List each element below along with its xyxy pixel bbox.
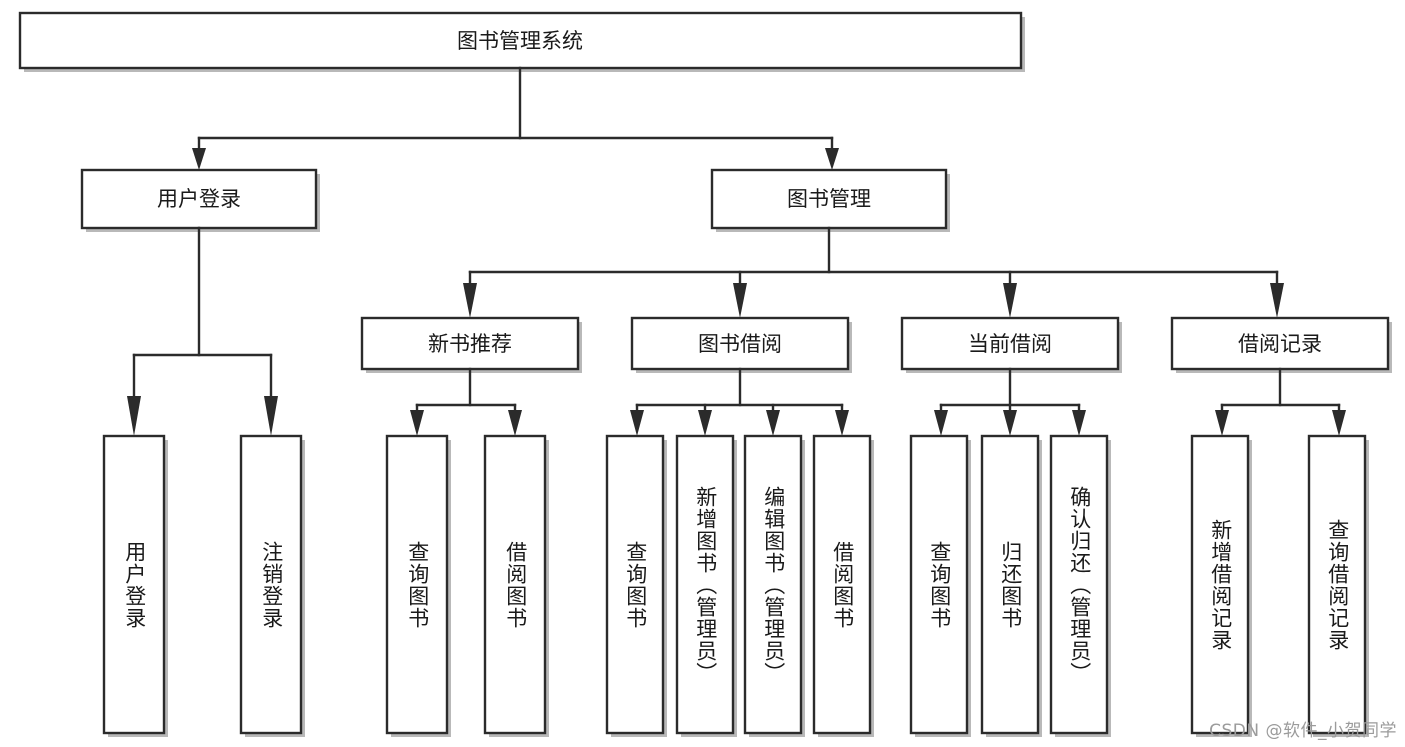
- node-leaf-borrow-book-1[interactable]: [483, 434, 549, 737]
- node-leaf-borrow-book-2[interactable]: [812, 434, 874, 737]
- node-root-system[interactable]: 图书管理系统: [18, 11, 1025, 72]
- node-current-borrow-rect: [900, 316, 1120, 371]
- arrow-to-leaf-edit-book: [766, 410, 780, 436]
- node-leaf-query-book-2-rect: [605, 434, 665, 735]
- arrow-to-current-borrow: [1003, 283, 1017, 318]
- node-leaf-query-book-3[interactable]: [909, 434, 971, 737]
- node-leaf-return-book-rect: [980, 434, 1040, 735]
- node-leaf-borrow-book-2-rect: [812, 434, 872, 735]
- node-new-book-rec-label: 新书推荐: [428, 332, 512, 356]
- node-leaf-add-book[interactable]: [675, 434, 737, 737]
- node-root-rect: [18, 11, 1023, 70]
- arrow-to-leaf-user-login: [127, 396, 141, 436]
- connector-current-borrow-to-leaves: [934, 367, 1086, 436]
- arrow-to-new-book-rec: [463, 283, 477, 318]
- node-book-borrow-label: 图书借阅: [698, 332, 782, 356]
- leaf-boxes: [102, 434, 1369, 737]
- arrow-to-leaf-borrow-book-2: [835, 410, 849, 436]
- csdn-watermark: CSDN @软件_小贺同学: [1209, 721, 1397, 741]
- node-leaf-query-record[interactable]: [1307, 434, 1369, 737]
- node-root-label: 图书管理系统: [457, 29, 583, 53]
- connector-user-login-to-leaves: [127, 226, 278, 436]
- node-new-book-rec-rect: [360, 316, 580, 371]
- node-leaf-borrow-book-1-rect: [483, 434, 547, 735]
- connector-book-manage-to-level3: [463, 226, 1284, 318]
- node-leaf-query-book-1[interactable]: [385, 434, 451, 737]
- connector-new-book-rec-to-leaves: [410, 367, 522, 436]
- arrow-to-book-manage: [825, 148, 839, 170]
- arrow-to-leaf-query-book-3: [934, 410, 948, 436]
- node-borrow-record[interactable]: 借阅记录: [1170, 316, 1392, 373]
- arrow-to-user-login: [192, 148, 206, 170]
- node-current-borrow-label: 当前借阅: [968, 332, 1052, 356]
- arrow-to-leaf-return-book: [1003, 410, 1017, 436]
- node-leaf-user-login[interactable]: [102, 434, 168, 737]
- node-book-manage-label: 图书管理: [787, 187, 871, 211]
- arrow-to-leaf-confirm-return: [1072, 410, 1086, 436]
- node-leaf-edit-book-rect: [743, 434, 803, 735]
- node-leaf-confirm-return[interactable]: [1049, 434, 1111, 737]
- arrow-to-leaf-add-book: [698, 410, 712, 436]
- node-new-book-rec[interactable]: 新书推荐: [360, 316, 582, 373]
- node-book-borrow[interactable]: 图书借阅: [630, 316, 852, 373]
- connector-root-to-level2: [192, 66, 839, 170]
- arrow-to-leaf-query-book-2: [630, 410, 644, 436]
- arrow-to-leaf-borrow-book-1: [508, 410, 522, 436]
- node-leaf-query-book-3-rect: [909, 434, 969, 735]
- arrow-to-leaf-add-record: [1215, 410, 1229, 436]
- connector-borrow-record-to-leaves: [1215, 367, 1346, 436]
- node-leaf-logout-login[interactable]: [239, 434, 305, 737]
- node-book-manage[interactable]: 图书管理: [710, 168, 950, 232]
- node-borrow-record-label: 借阅记录: [1238, 332, 1322, 356]
- arrow-to-leaf-logout-login: [264, 396, 278, 436]
- arrow-to-leaf-query-record: [1332, 410, 1346, 436]
- node-leaf-return-book[interactable]: [980, 434, 1042, 737]
- node-leaf-logout-login-rect: [239, 434, 303, 735]
- node-leaf-query-book-1-rect: [385, 434, 449, 735]
- node-leaf-confirm-return-rect: [1049, 434, 1109, 735]
- node-user-login-label: 用户登录: [157, 187, 241, 211]
- arrow-to-borrow-record: [1270, 283, 1284, 318]
- node-leaf-add-record-rect: [1190, 434, 1250, 735]
- node-leaf-add-book-rect: [675, 434, 735, 735]
- arrow-to-book-borrow: [733, 283, 747, 318]
- node-leaf-query-record-rect: [1307, 434, 1367, 735]
- node-leaf-add-record[interactable]: [1190, 434, 1252, 737]
- node-leaf-query-book-2[interactable]: [605, 434, 667, 737]
- node-current-borrow[interactable]: 当前借阅: [900, 316, 1122, 373]
- node-leaf-user-login-rect: [102, 434, 166, 735]
- arrow-to-leaf-query-book-1: [410, 410, 424, 436]
- node-book-manage-rect: [710, 168, 948, 230]
- node-user-login[interactable]: 用户登录: [80, 168, 320, 232]
- node-borrow-record-rect: [1170, 316, 1390, 371]
- node-user-login-rect: [80, 168, 318, 230]
- node-leaf-edit-book[interactable]: [743, 434, 805, 737]
- connector-book-borrow-to-leaves: [630, 367, 849, 436]
